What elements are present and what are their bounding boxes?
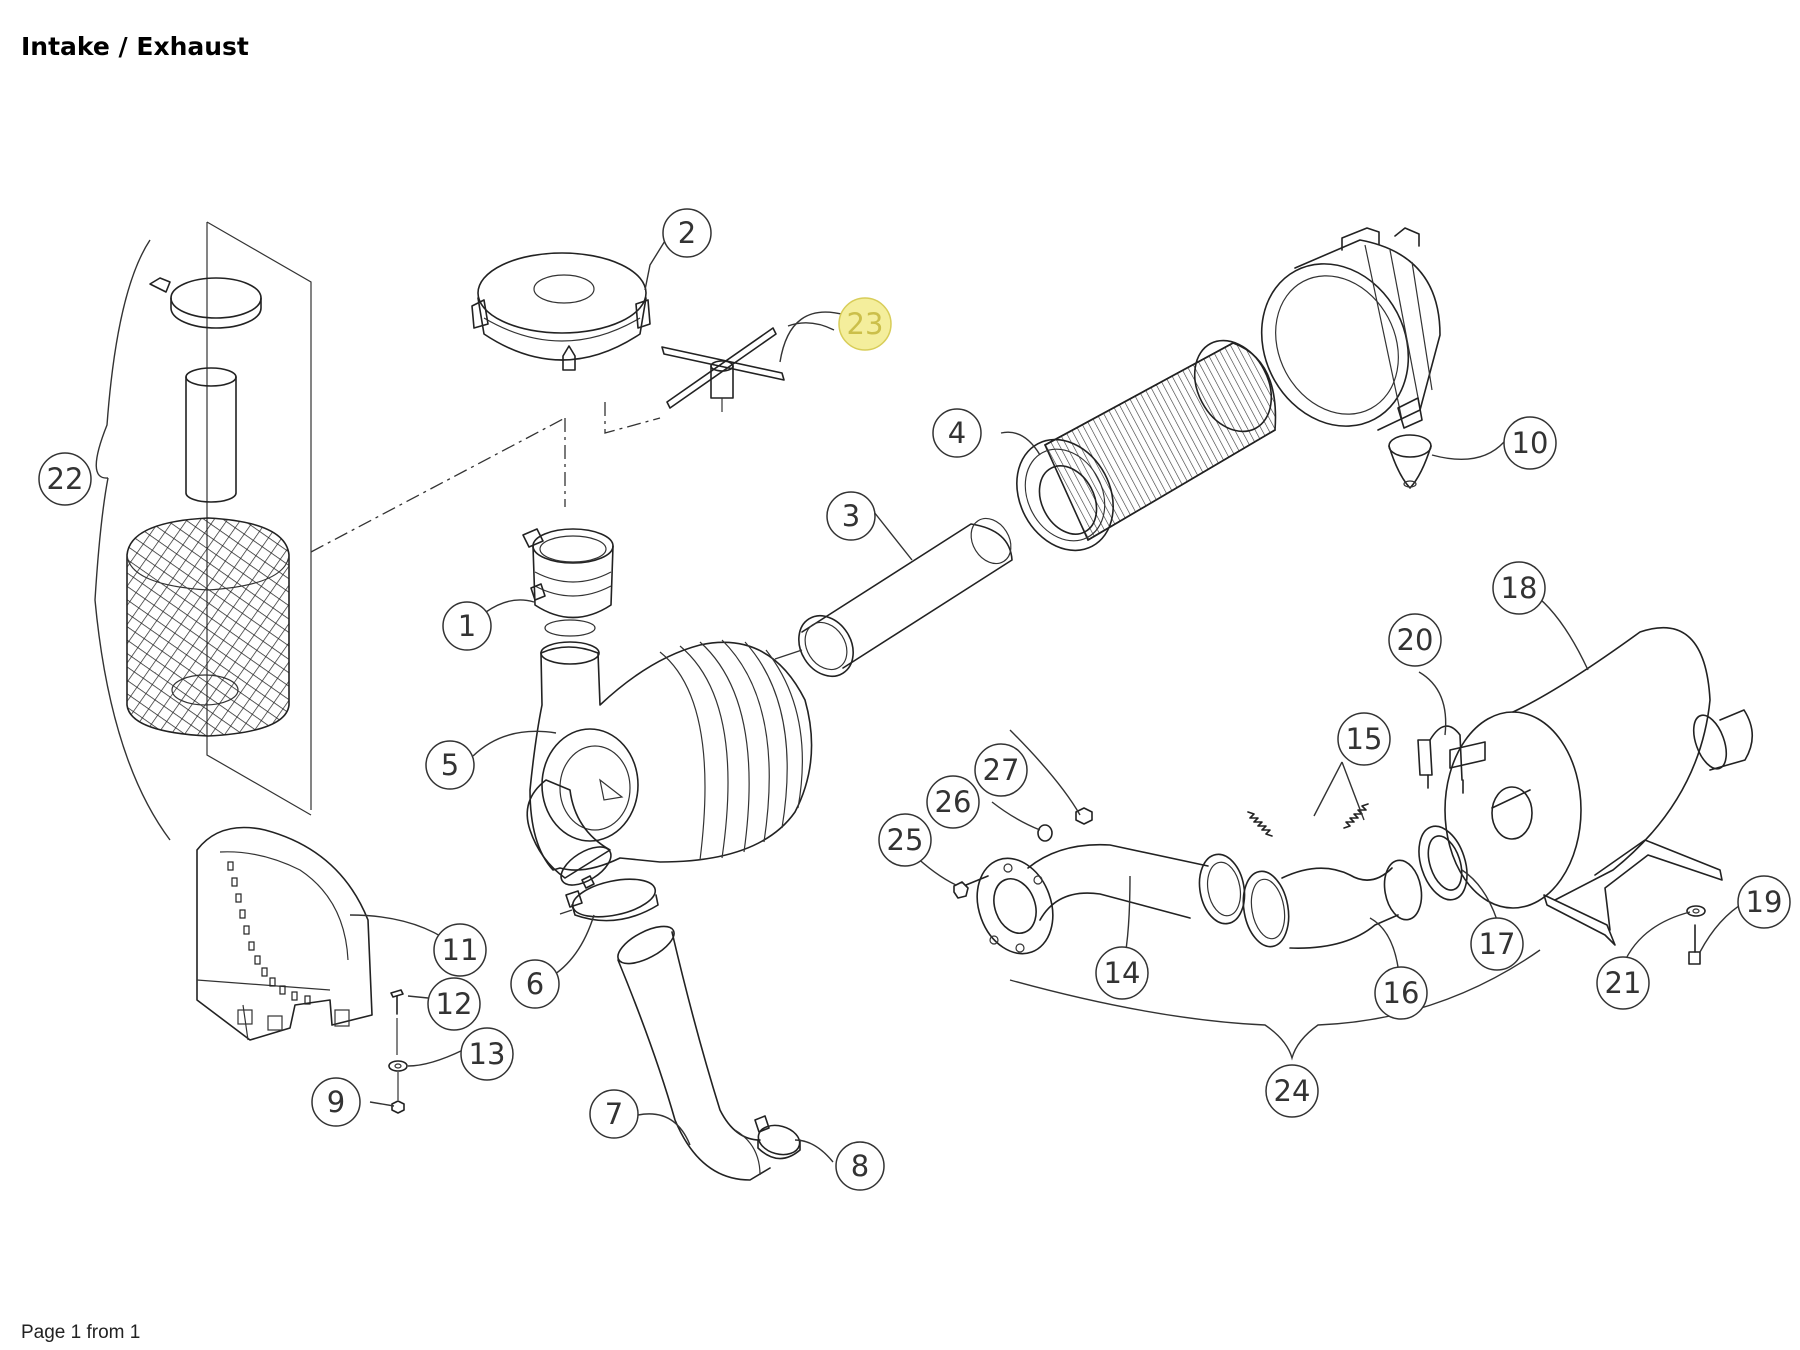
callout-19-label: 19 xyxy=(1746,885,1783,919)
callout-23-highlighted: 23 xyxy=(838,297,892,351)
callout-27: 27 xyxy=(974,743,1028,797)
part-17-gasket xyxy=(1418,825,1468,901)
part-27-nut xyxy=(1075,807,1093,825)
callout-1-label: 1 xyxy=(458,609,476,643)
callout-14: 14 xyxy=(1095,946,1149,1000)
callout-10: 10 xyxy=(1503,416,1557,470)
callout-9-label: 9 xyxy=(327,1085,345,1119)
part-11-mounting-band xyxy=(196,826,373,1041)
callout-1: 1 xyxy=(442,601,492,651)
callout-16-label: 16 xyxy=(1383,976,1420,1010)
part-18-muffler xyxy=(1444,626,1754,946)
callout-21-label: 21 xyxy=(1605,966,1642,1000)
callout-16: 16 xyxy=(1374,966,1428,1020)
callout-17: 17 xyxy=(1470,917,1524,971)
part-21-washer xyxy=(1686,905,1706,917)
callout-8-label: 8 xyxy=(851,1149,869,1183)
callout-21: 21 xyxy=(1596,956,1650,1010)
callout-4: 4 xyxy=(932,408,982,458)
part-15-springs xyxy=(1247,803,1369,837)
callout-13: 13 xyxy=(460,1027,514,1081)
callout-2-label: 2 xyxy=(678,216,696,250)
callout-6-label: 6 xyxy=(526,967,544,1001)
part-4-filter-element xyxy=(1016,339,1277,552)
callout-18: 18 xyxy=(1492,561,1546,615)
part-22-precleaner xyxy=(126,221,566,816)
callout-7-label: 7 xyxy=(605,1097,623,1131)
callout-27-label: 27 xyxy=(983,753,1020,787)
callout-9: 9 xyxy=(311,1077,361,1127)
part-25-bolt xyxy=(953,875,989,899)
callout-23-label: 23 xyxy=(847,307,884,341)
part-12-bolt xyxy=(390,989,404,1055)
callout-19: 19 xyxy=(1737,875,1791,929)
part-5-air-cleaner-housing xyxy=(526,639,813,886)
callout-24-label: 24 xyxy=(1274,1074,1311,1108)
callout-12-label: 12 xyxy=(436,987,473,1021)
part-3-safety-element xyxy=(774,517,1013,677)
callout-25: 25 xyxy=(878,813,932,867)
part-1-inlet-clamp xyxy=(522,528,614,637)
callout-4-label: 4 xyxy=(948,416,966,450)
callout-22-label: 22 xyxy=(47,462,84,496)
callout-2: 2 xyxy=(662,208,712,258)
callout-5-label: 5 xyxy=(441,748,459,782)
callout-14-label: 14 xyxy=(1104,956,1141,990)
part-14-exhaust-pipe xyxy=(976,843,1246,955)
part-9-nut xyxy=(391,1100,405,1114)
page-footer: Page 1 from 1 xyxy=(21,1322,141,1343)
callout-13-label: 13 xyxy=(469,1037,506,1071)
callout-11: 11 xyxy=(433,923,487,977)
callout-11-label: 11 xyxy=(442,933,479,967)
part-26-washer xyxy=(1037,824,1053,842)
part-7-hose xyxy=(617,925,771,1181)
leader-lines xyxy=(94,235,1746,1163)
callout-7: 7 xyxy=(589,1089,639,1139)
part-6-clamp xyxy=(559,875,659,922)
part-2-cap xyxy=(471,252,661,507)
callout-20-label: 20 xyxy=(1397,623,1434,657)
part-8-clamp xyxy=(754,1115,801,1160)
part-23-vane xyxy=(661,327,785,412)
callout-22: 22 xyxy=(38,452,92,506)
callout-26: 26 xyxy=(926,775,980,829)
callout-10-label: 10 xyxy=(1512,426,1549,460)
callout-25-label: 25 xyxy=(887,823,924,857)
callout-24: 24 xyxy=(1265,1064,1319,1118)
callout-8: 8 xyxy=(835,1141,885,1191)
callout-6: 6 xyxy=(510,959,560,1009)
part-10-dust-valve xyxy=(1388,397,1432,489)
callout-12: 12 xyxy=(427,977,481,1031)
callout-5: 5 xyxy=(425,740,475,790)
part-19-bolt xyxy=(1688,924,1701,965)
callout-3-label: 3 xyxy=(842,499,860,533)
part-20-u-clamp xyxy=(1417,725,1486,794)
page-title: Intake / Exhaust xyxy=(21,32,249,61)
callout-20: 20 xyxy=(1388,613,1442,667)
callout-15: 15 xyxy=(1337,712,1391,766)
part-13-washer xyxy=(388,1060,408,1100)
end-cover xyxy=(1260,227,1441,431)
callout-15-label: 15 xyxy=(1346,722,1383,756)
callout-3: 3 xyxy=(826,491,876,541)
callout-18-label: 18 xyxy=(1501,571,1538,605)
callout-17-label: 17 xyxy=(1479,927,1516,961)
callout-26-label: 26 xyxy=(935,785,972,819)
part-16-flex-pipe xyxy=(1242,859,1423,949)
